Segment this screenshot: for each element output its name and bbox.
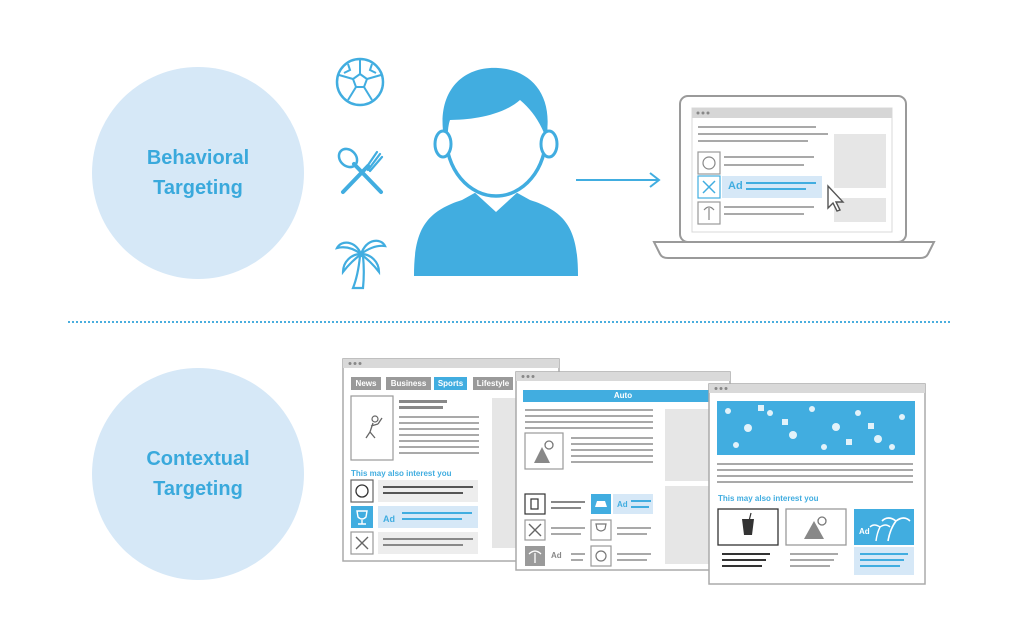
- laptop-illustration: [652, 95, 936, 259]
- auto-header: Auto: [613, 391, 633, 400]
- contextual-targeting-circle: Contextual Targeting: [92, 368, 304, 580]
- laptop-ad-label: Ad: [728, 180, 743, 192]
- contextual-title-line2: Targeting: [153, 478, 243, 500]
- contextual-title-line1: Contextual: [146, 448, 250, 470]
- auto-ad-label-gray: Ad: [551, 551, 562, 560]
- auto-ad-label: Ad: [617, 500, 628, 509]
- sports-tab-business[interactable]: Business: [390, 379, 427, 388]
- palm-tree-icon: [334, 239, 387, 290]
- person-figure: [414, 67, 578, 276]
- behavioral-title-line1: Behavioral: [146, 147, 250, 169]
- auto-webpage: [515, 371, 731, 571]
- sports-related-title: This may also interest you: [351, 469, 452, 478]
- sports-ad-label: Ad: [383, 514, 395, 524]
- behavioral-targeting-circle: Behavioral Targeting: [92, 67, 304, 279]
- fork-spoon-icon: [337, 147, 384, 194]
- travel-ad-label: Ad: [859, 527, 870, 536]
- sports-tab-lifestyle[interactable]: Lifestyle: [476, 379, 510, 388]
- arrow-right-icon: [576, 172, 661, 188]
- section-divider: [68, 321, 950, 323]
- behavioral-title-line2: Targeting: [153, 177, 243, 199]
- sports-tab-sports[interactable]: Sports: [437, 379, 464, 388]
- travel-related-title: This may also interest you: [718, 494, 819, 503]
- sports-tab-news[interactable]: News: [355, 379, 377, 388]
- soccer-ball-icon: [335, 57, 385, 107]
- travel-webpage: [708, 383, 926, 585]
